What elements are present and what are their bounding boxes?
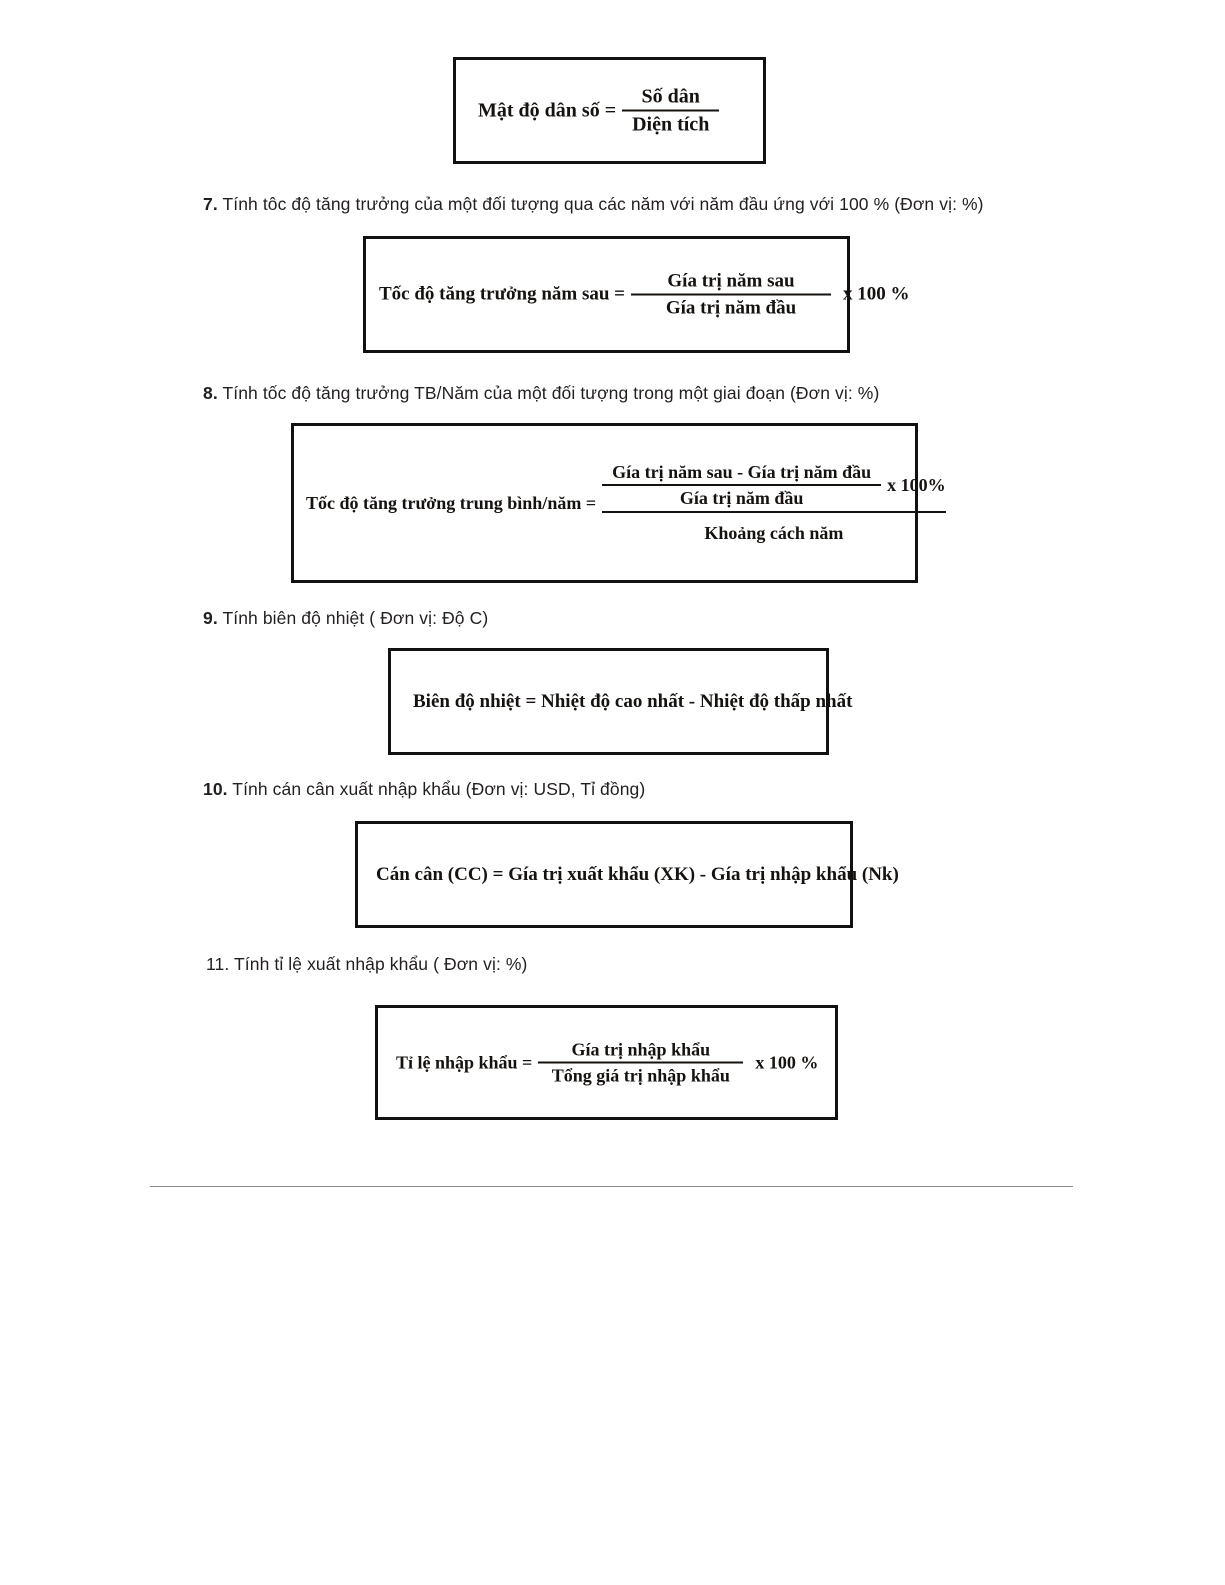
fraction-population-density: Số dân Diện tích — [622, 85, 720, 136]
list-item-8-number: 8. — [203, 383, 218, 403]
list-item-7-text: Tính tôc độ tăng trưởng của một đối tượn… — [217, 194, 984, 214]
formula-lhs-population-density: Mật độ dân số = — [478, 99, 617, 121]
list-item-10-number: 10. — [203, 779, 228, 799]
formula-lhs-growth-average: Tốc độ tăng trưởng trung bình/năm = — [306, 492, 597, 513]
fraction-outer-bar — [602, 511, 946, 513]
fraction-bar — [631, 293, 831, 295]
list-item-9-text: Tính biên độ nhiệt ( Đơn vị: Độ C) — [217, 608, 489, 628]
formula-growth-average: Tốc độ tăng trưởng trung bình/năm = Gía … — [306, 462, 946, 544]
formula-growth-next-year: Tốc độ tăng trưởng năm sau = Gía trị năm… — [379, 270, 910, 319]
list-item-11-number: 11. — [206, 954, 230, 974]
formula-inner-tail-growth-average: x 100% — [887, 475, 946, 495]
list-item-11-text: Tính tỉ lệ xuất nhập khẩu ( Đơn vị: %) — [229, 954, 528, 974]
formula-trade-balance: Cán cân (CC) = Gía trị xuất khẩu (XK) - … — [376, 863, 899, 885]
fraction-denominator: Diện tích — [632, 113, 710, 135]
formula-box-population-density: Mật độ dân số = Số dân Diện tích — [453, 57, 766, 164]
formula-lhs-import-ratio: Tỉ lệ nhập khẩu = — [396, 1052, 533, 1072]
list-item-9-number: 9. — [203, 608, 218, 628]
fraction-numerator: Gía trị nhập khẩu — [571, 1039, 711, 1059]
list-item-11: 11. Tính tỉ lệ xuất nhập khẩu ( Đơn vị: … — [206, 952, 527, 976]
fraction-inner-growth-average: Gía trị năm sau - Gía trị năm đầu Gía tr… — [602, 462, 882, 509]
fraction-bar — [538, 1061, 744, 1063]
fraction-inner-numerator: Gía trị năm sau - Gía trị năm đầu — [612, 462, 872, 482]
formula-temperature-range: Biên độ nhiệt = Nhiệt độ cao nhất - Nhiệ… — [413, 690, 853, 712]
fraction-growth-next-year: Gía trị năm sau Gía trị năm đầu — [631, 270, 831, 319]
list-item-7: 7. Tính tôc độ tăng trưởng của một đối t… — [203, 192, 984, 216]
footer-divider — [150, 1186, 1073, 1187]
list-item-9: 9. Tính biên độ nhiệt ( Đơn vị: Độ C) — [203, 606, 488, 630]
formula-lhs-growth-next-year: Tốc độ tăng trưởng năm sau = — [379, 283, 625, 305]
fraction-outer-numerator: Gía trị năm sau - Gía trị năm đầu Gía tr… — [602, 462, 946, 511]
list-item-10-text: Tính cán cân xuất nhập khẩu (Đơn vị: USD… — [227, 779, 646, 799]
formula-box-trade-balance: Cán cân (CC) = Gía trị xuất khẩu (XK) - … — [355, 821, 899, 928]
list-item-8-text: Tính tốc độ tăng trưởng TB/Năm của một đ… — [217, 383, 880, 403]
formula-tail-import-ratio: x 100 % — [755, 1052, 819, 1072]
fraction-outer-denominator: Khoảng cách năm — [704, 523, 844, 543]
fraction-inner-bar — [602, 484, 882, 486]
formula-box-growth-next-year: Tốc độ tăng trưởng năm sau = Gía trị năm… — [363, 236, 910, 353]
fraction-bar — [622, 109, 720, 111]
list-item-8: 8. Tính tốc độ tăng trưởng TB/Năm của mộ… — [203, 381, 879, 405]
fraction-import-ratio: Gía trị nhập khẩu Tổng giá trị nhập khẩu — [538, 1039, 744, 1086]
formula-tail-growth-next-year: x 100 % — [843, 283, 910, 305]
fraction-outer-growth-average: Gía trị năm sau - Gía trị năm đầu Gía tr… — [602, 462, 946, 544]
fraction-numerator: Gía trị năm sau — [667, 270, 795, 291]
formula-population-density: Mật độ dân số = Số dân Diện tích — [478, 85, 720, 136]
fraction-denominator: Gía trị năm đầu — [665, 297, 797, 318]
fraction-denominator: Tổng giá trị nhập khẩu — [551, 1065, 730, 1085]
formula-box-temperature-range: Biên độ nhiệt = Nhiệt độ cao nhất - Nhiệ… — [388, 648, 852, 755]
formula-box-import-ratio: Tỉ lệ nhập khẩu = Gía trị nhập khẩu Tổng… — [375, 1005, 838, 1120]
list-item-10: 10. Tính cán cân xuất nhập khẩu (Đơn vị:… — [203, 777, 645, 801]
fraction-inner-denominator: Gía trị năm đầu — [679, 488, 804, 508]
list-item-7-number: 7. — [203, 194, 218, 214]
fraction-numerator: Số dân — [641, 85, 700, 107]
formula-import-ratio: Tỉ lệ nhập khẩu = Gía trị nhập khẩu Tổng… — [396, 1039, 818, 1086]
formula-box-growth-average: Tốc độ tăng trưởng trung bình/năm = Gía … — [291, 423, 946, 583]
